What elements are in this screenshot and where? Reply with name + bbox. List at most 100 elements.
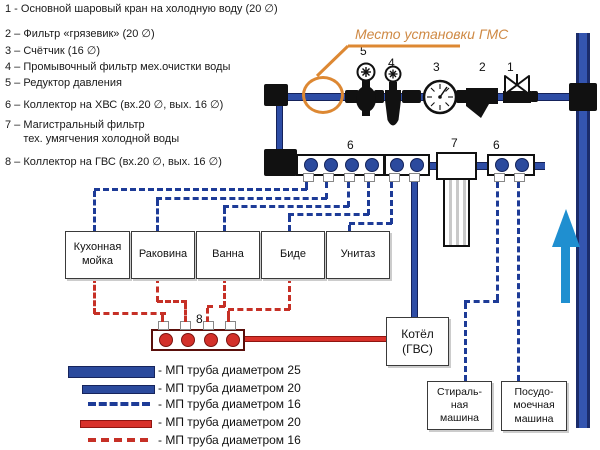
- boiler-cold-feed-pipe: [411, 172, 418, 317]
- cold-branch-kitchen-sink: [93, 191, 96, 231]
- fixture-label: Ванна: [212, 248, 244, 261]
- port-fitting: [158, 321, 169, 330]
- legend-swatch-mp16-red-dashed: [88, 438, 148, 442]
- collector-port: [226, 333, 240, 347]
- hot-collector: [151, 329, 245, 351]
- marker-5: 5: [360, 44, 367, 58]
- fixture-bath: Ванна: [196, 231, 260, 279]
- cold-branch-washing-machine: [464, 303, 467, 381]
- legend-label-mp25: - МП труба диаметром 25: [158, 363, 301, 377]
- marker-6-right: 6: [493, 138, 500, 152]
- collector-port: [324, 158, 338, 172]
- note-pressure-reducer: 5 – Редуктор давления: [5, 77, 122, 89]
- legend-swatch-mp20-blue: [82, 385, 155, 394]
- port-fitting: [323, 173, 334, 182]
- softener-filter-cartridge: [443, 178, 470, 247]
- port-fitting: [409, 173, 420, 182]
- collector-port: [304, 158, 318, 172]
- marker-6-left: 6: [347, 138, 354, 152]
- collector-port: [204, 333, 218, 347]
- cold-branch-segment: [288, 213, 369, 216]
- cold-branch-segment: [464, 300, 499, 303]
- cold-riser-left: [276, 100, 283, 156]
- boiler-box: Котёл (ГВС): [386, 317, 449, 366]
- marker-3: 3: [433, 60, 440, 74]
- hot-branch-segment: [207, 305, 225, 308]
- collector-port: [495, 158, 509, 172]
- note-cold-collector: 6 – Коллектор на ХВС (вх.20 ∅, вых. 16 ∅…: [5, 99, 224, 111]
- port-fitting: [494, 173, 505, 182]
- collector-port: [365, 158, 379, 172]
- gms-location-marker: [302, 76, 344, 114]
- port-fitting: [514, 173, 525, 182]
- fixture-label: Биде: [280, 248, 306, 261]
- hot-branch-segment: [223, 277, 226, 307]
- legend-swatch-mp20-red: [80, 420, 152, 428]
- note-softener-filter: 7 – Магистральный фильтр тех. умягчения …: [5, 119, 180, 145]
- port-fitting: [203, 321, 214, 330]
- hot-branch-washbasin: [184, 303, 187, 322]
- fixture-toilet: Унитаз: [326, 231, 390, 279]
- note-mud-filter: 2 – Фильтр «грязевик» (20 ∅): [5, 28, 155, 40]
- fixture-washbasin: Раковина: [131, 231, 195, 279]
- fixture-label: Кухонная мойка: [73, 241, 122, 267]
- hot-branch-bidet: [227, 311, 230, 322]
- cold-branch-segment: [325, 182, 328, 199]
- collector-port: [159, 333, 173, 347]
- collector-port: [181, 333, 195, 347]
- pipe-coupling: [374, 90, 384, 103]
- port-fitting: [364, 173, 375, 182]
- legend-label-mp16-red: - МП труба диаметром 16: [158, 433, 301, 447]
- legend-label-mp16-blue: - МП труба диаметром 16: [158, 397, 301, 411]
- marker-7: 7: [451, 136, 458, 150]
- pipe-coupling: [402, 90, 421, 103]
- hot-branch-segment: [93, 277, 96, 314]
- cold-branch-segment: [349, 222, 392, 225]
- note-flush-filter: 4 – Промывочный фильтр мех.очистки воды: [5, 61, 231, 73]
- cold-branch-bidet: [288, 216, 291, 231]
- marker-1: 1: [507, 60, 514, 74]
- cold-branch-segment: [367, 182, 370, 215]
- pipe-coupling: [456, 90, 468, 103]
- fixture-bidet: Биде: [261, 231, 325, 279]
- hot-branch-segment: [157, 300, 187, 303]
- note-meter: 3 – Счётчик (16 ∅): [5, 45, 100, 57]
- cold-branch-segment: [156, 197, 327, 200]
- cold-collector-right: [487, 154, 535, 176]
- legend-label-mp20-blue: - МП труба диаметром 20: [158, 381, 301, 395]
- port-fitting: [389, 173, 400, 182]
- cold-branch-washbasin: [156, 200, 159, 231]
- collector-port: [410, 158, 424, 172]
- cold-branch-segment: [223, 205, 349, 208]
- legend-swatch-mp16-blue-dashed: [88, 402, 150, 406]
- tee-fitting: [569, 83, 597, 111]
- marker-2: 2: [479, 60, 486, 74]
- cold-branch-toilet: [348, 225, 351, 231]
- collector-to-filter-link: [424, 162, 439, 170]
- port-fitting: [303, 173, 314, 182]
- pipe-coupling: [345, 90, 359, 103]
- hot-branch-kitchen-sink: [161, 315, 164, 322]
- washing-machine-box: Стираль- ная машина: [427, 381, 492, 430]
- cold-branch-segment: [496, 182, 499, 300]
- port-fitting: [225, 321, 236, 330]
- hot-branch-segment: [288, 277, 291, 310]
- collector-end-stub: [531, 162, 545, 170]
- port-fitting: [180, 321, 191, 330]
- note-hot-collector: 8 – Коллектор на ГВС (вх.20 ∅, вых. 16 ∅…: [5, 156, 222, 168]
- hot-main-pipe: [239, 336, 387, 342]
- cold-branch-segment: [94, 188, 307, 191]
- dishwasher-label: Посудо- моечная машина: [513, 386, 555, 425]
- cold-branch-segment: [305, 182, 308, 190]
- marker-8: 8: [196, 312, 203, 326]
- port-fitting: [344, 173, 355, 182]
- collector-port: [390, 158, 404, 172]
- softener-filter-head: [436, 152, 477, 180]
- hot-branch-bath: [206, 308, 209, 322]
- pressure-reducer-icon: [356, 62, 376, 116]
- cold-collector-a: [296, 154, 385, 176]
- elbow-fitting: [264, 84, 288, 106]
- elbow-fitting: [264, 149, 297, 176]
- filter-to-collector-link: [473, 162, 489, 170]
